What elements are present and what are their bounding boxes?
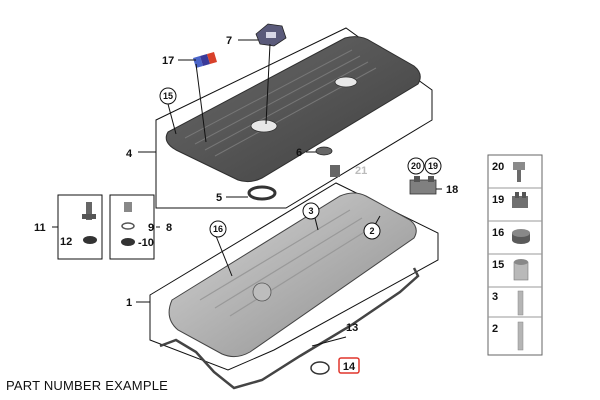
clip-icon <box>512 192 528 208</box>
m-badge-emblem <box>193 52 217 68</box>
callout-15: 15 <box>163 91 173 101</box>
box-parts-9-10 <box>109 194 155 260</box>
legend-num-16: 16 <box>492 227 504 239</box>
highlight-box-14 <box>338 357 360 374</box>
legend-panel: 20 19 16 15 3 2 <box>487 154 543 356</box>
leader-lines <box>52 39 442 347</box>
callout-19: 19 <box>428 161 438 171</box>
sleeve-icon <box>513 259 529 281</box>
callout-ring-16 <box>209 220 227 238</box>
callout-13: 13 <box>346 322 358 334</box>
legend-num-2: 2 <box>492 323 498 335</box>
callout-ring-3 <box>302 202 320 220</box>
gasket-part-13 <box>159 267 420 390</box>
callout-7: 7 <box>226 35 232 47</box>
callout-10: -10 <box>138 237 154 249</box>
box-parts-11-12 <box>57 194 103 260</box>
legend-num-15: 15 <box>492 259 504 271</box>
grommet-icon <box>512 229 530 244</box>
callout-ring-19 <box>424 157 442 175</box>
grommet-part-6 <box>315 146 333 156</box>
callout-16: 16 <box>213 224 223 234</box>
callout-17: 17 <box>162 55 174 67</box>
callout-4: 4 <box>126 148 133 160</box>
callout-ring-15 <box>159 87 177 105</box>
cover-assembly-frame <box>155 27 433 209</box>
bracket-part-18 <box>409 176 437 195</box>
callout-11: 11 <box>34 222 46 234</box>
callout-ring-20 <box>407 157 425 175</box>
callout-14: 14 <box>343 361 356 373</box>
engine-cover <box>165 36 421 183</box>
legend-num-19: 19 <box>492 194 504 206</box>
callout-3: 3 <box>308 206 313 216</box>
callout-21: 21 <box>355 165 367 177</box>
grommet-part-10 <box>121 238 135 246</box>
stud-icon <box>517 321 524 351</box>
callout-2: 2 <box>369 226 374 236</box>
callout-6: 6 <box>296 147 302 159</box>
grommet-part-12 <box>83 236 97 244</box>
callout-8: 8 <box>166 222 172 234</box>
bolt-part-11 <box>82 202 96 220</box>
part-21-block <box>330 165 340 177</box>
callout-20: 20 <box>411 161 421 171</box>
screw-part-8 <box>124 202 132 212</box>
callout-9: 9 <box>148 222 154 234</box>
bolt-icon <box>513 162 525 182</box>
legend-num-20: 20 <box>492 161 504 173</box>
callout-12: 12 <box>60 236 72 248</box>
callout-1: 1 <box>126 297 132 309</box>
o-ring-part-14 <box>310 361 330 375</box>
oil-filler-cap <box>255 23 287 47</box>
caption-part-number-example: PART NUMBER EXAMPLE <box>6 378 169 393</box>
callout-ring-2 <box>363 222 381 240</box>
stud-icon <box>517 290 524 316</box>
seal-ring-part-5 <box>247 185 277 201</box>
callout-5: 5 <box>216 192 222 204</box>
legend-num-3: 3 <box>492 291 498 303</box>
callout-18: 18 <box>446 184 458 196</box>
valve-cover <box>168 192 417 358</box>
washer-part-9 <box>121 222 135 230</box>
